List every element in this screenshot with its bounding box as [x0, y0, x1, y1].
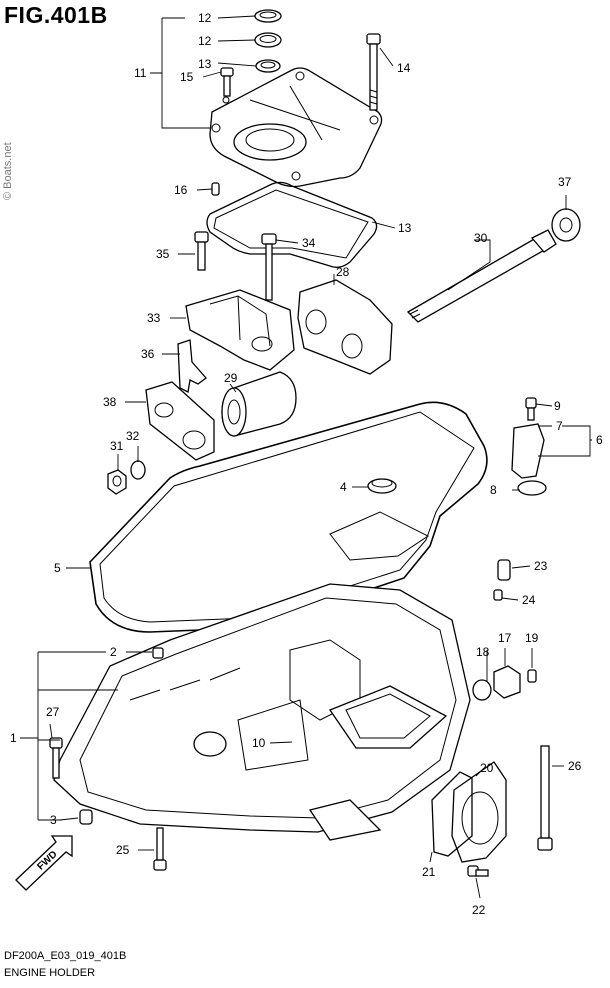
gasket-22 [431, 771, 473, 857]
bolt-27 [537, 745, 553, 851]
bolt-23 [467, 865, 489, 877]
callout-10: 10 [252, 736, 266, 750]
callout-21: 20 [480, 761, 494, 775]
sensor-18 [472, 665, 537, 701]
callout-7: 7 [556, 419, 563, 433]
callout-8: 8 [490, 483, 497, 497]
top-cover [209, 67, 383, 188]
callout-31: 30 [474, 231, 488, 245]
shaft-31 [406, 229, 557, 323]
callout-36: 35 [156, 247, 170, 261]
bolt-36 [194, 231, 209, 271]
callout-3: 3 [50, 813, 57, 827]
callout-27: 26 [568, 759, 582, 773]
gasket-5 [89, 401, 488, 633]
callout-20: 19 [525, 631, 539, 645]
callout-19: 18 [476, 645, 490, 659]
diagram-code: DF200A_E03_019_401B [4, 950, 127, 962]
callout-28: 27 [46, 705, 60, 719]
callout-11: 11 [134, 66, 147, 80]
washer-33 [130, 460, 146, 480]
pin-17 [211, 182, 220, 196]
bolt-16 [220, 67, 234, 97]
water-fitting [511, 397, 547, 496]
callout-32: 31 [110, 439, 124, 453]
washer-38 [551, 208, 581, 242]
bolt-15 [366, 33, 381, 111]
callout-37: 36 [141, 347, 155, 361]
grommet-4 [367, 478, 397, 494]
callout-35: 34 [302, 236, 316, 250]
callout-9: 9 [554, 399, 561, 413]
callout-12b: 12 [198, 34, 212, 48]
plug-2 [152, 647, 164, 659]
cover-21 [451, 761, 507, 863]
callout-12a: 12 [198, 11, 212, 25]
gasket-14 [206, 181, 378, 268]
forward-arrow: FWD [15, 835, 73, 891]
callout-34: 33 [147, 311, 161, 325]
callout-13: 13 [198, 57, 212, 71]
callout-25: 24 [522, 593, 536, 607]
callout-24: 23 [534, 559, 548, 573]
callout-6: 6 [596, 433, 603, 447]
figure-title: FIG.401B [4, 2, 108, 28]
callouts: 12 12 13 11 15 14 16 37 13 30 35 34 28 3… [10, 11, 603, 917]
callout-4: 4 [340, 480, 347, 494]
seal-rings [254, 9, 282, 73]
bolt-35 [261, 233, 277, 301]
callout-23: 22 [472, 903, 486, 917]
callout-33: 32 [126, 429, 140, 443]
callout-14: 13 [398, 221, 412, 235]
bracket-37 [177, 339, 207, 393]
callout-30: 29 [224, 371, 238, 385]
callout-15: 14 [397, 61, 411, 75]
callout-22: 21 [422, 865, 436, 879]
mount-29 [297, 279, 393, 375]
diagram-name: ENGINE HOLDER [4, 967, 96, 979]
callout-1: 1 [10, 731, 17, 745]
bracket-39 [145, 381, 215, 461]
plug-3 [79, 809, 93, 825]
oil-pan [53, 583, 471, 841]
callout-16: 15 [180, 70, 194, 84]
callout-29: 28 [336, 265, 350, 279]
callout-5: 5 [54, 561, 61, 575]
callout-26: 25 [116, 843, 130, 857]
bolt-26 [153, 827, 167, 871]
callout-17: 16 [174, 183, 188, 197]
leader-lines [20, 15, 592, 899]
fitting-24 [493, 559, 511, 601]
bolt-28 [49, 737, 63, 779]
callout-38: 37 [558, 175, 572, 189]
callout-18: 17 [498, 631, 512, 645]
callout-39: 38 [103, 395, 117, 409]
nut-32 [107, 469, 127, 495]
mount-34 [185, 289, 295, 371]
bushing-30 [221, 371, 297, 437]
callout-2: 2 [110, 645, 117, 659]
